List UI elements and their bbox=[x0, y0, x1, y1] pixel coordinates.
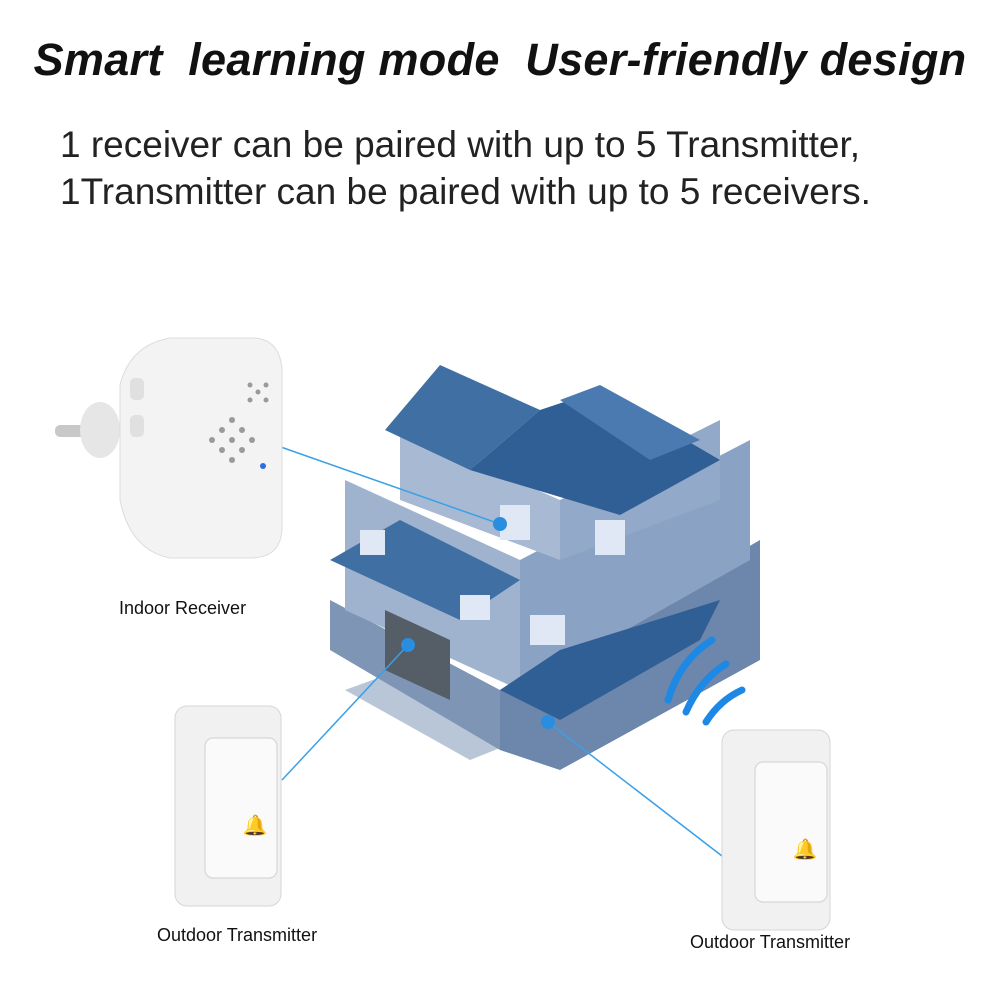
link-lines bbox=[277, 445, 723, 857]
pairing-text-line-2: 1Transmitter can be paired with up to 5 … bbox=[60, 171, 871, 212]
house-image bbox=[330, 365, 760, 770]
outdoor-transmitter-left-image: 🔔 bbox=[174, 705, 282, 907]
outdoor-transmitter-left-label: Outdoor Transmitter bbox=[157, 925, 318, 945]
receiver-point bbox=[493, 517, 507, 531]
signal-waves bbox=[664, 636, 746, 726]
outdoor-transmitter-right-label: Outdoor Transmitter bbox=[690, 932, 851, 952]
indoor-receiver-label: Indoor Receiver bbox=[119, 598, 247, 618]
headline: Smart learning mode User-friendly design bbox=[33, 34, 967, 85]
speaker-holes bbox=[209, 382, 269, 463]
pairing-text-line-1: 1 receiver can be paired with up to 5 Tr… bbox=[60, 124, 861, 165]
bell-icon: 🔔 bbox=[243, 814, 268, 837]
bell-icon: 🔔 bbox=[793, 838, 818, 861]
indoor-receiver-image bbox=[55, 337, 283, 559]
transmitter-point-left bbox=[401, 638, 415, 652]
outdoor-transmitter-right-image: 🔔 bbox=[721, 729, 831, 931]
transmitter-point-right bbox=[541, 715, 555, 729]
